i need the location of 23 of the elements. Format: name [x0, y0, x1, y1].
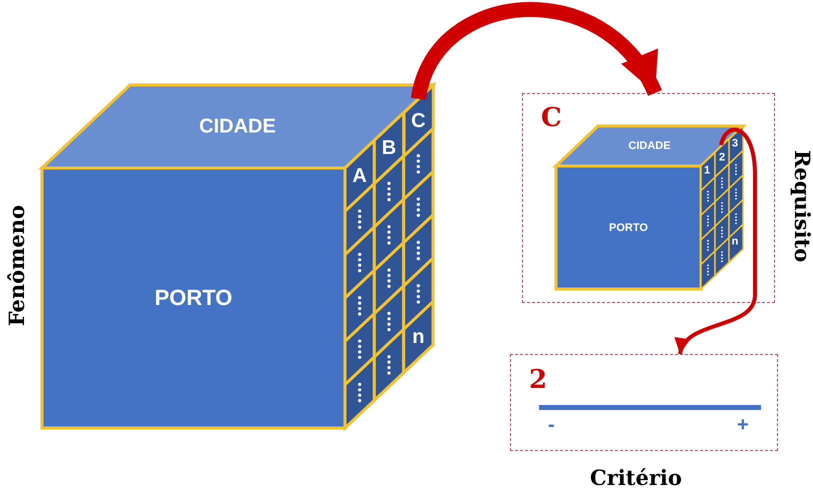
face-label: CIDADE — [199, 115, 276, 138]
cell-label: A — [352, 166, 367, 186]
cell-label: n — [732, 236, 738, 248]
dashed-frame — [522, 93, 775, 303]
face-label: PORTO — [154, 285, 232, 311]
face-label: PORTO — [609, 222, 648, 234]
arrow — [677, 128, 757, 355]
cell-label: n — [412, 327, 424, 348]
arrow — [411, 2, 662, 101]
cell-label: 3 — [732, 138, 738, 150]
panel-number: C — [541, 105, 562, 131]
axis-title: Requisito — [790, 150, 813, 262]
cell-label: B — [382, 138, 396, 158]
scale-sign: + — [737, 415, 749, 435]
axis-title: Critério — [590, 465, 682, 490]
dashed-frame — [510, 354, 778, 451]
cell-label: 2 — [718, 152, 726, 164]
cell-label: C — [411, 110, 426, 130]
scale-sign: - — [548, 415, 555, 435]
panel-number: 2 — [529, 367, 548, 393]
face-label: CIDADE — [628, 140, 671, 152]
cell-label: 1 — [704, 165, 710, 176]
axis-title: Fenômeno — [4, 205, 29, 326]
